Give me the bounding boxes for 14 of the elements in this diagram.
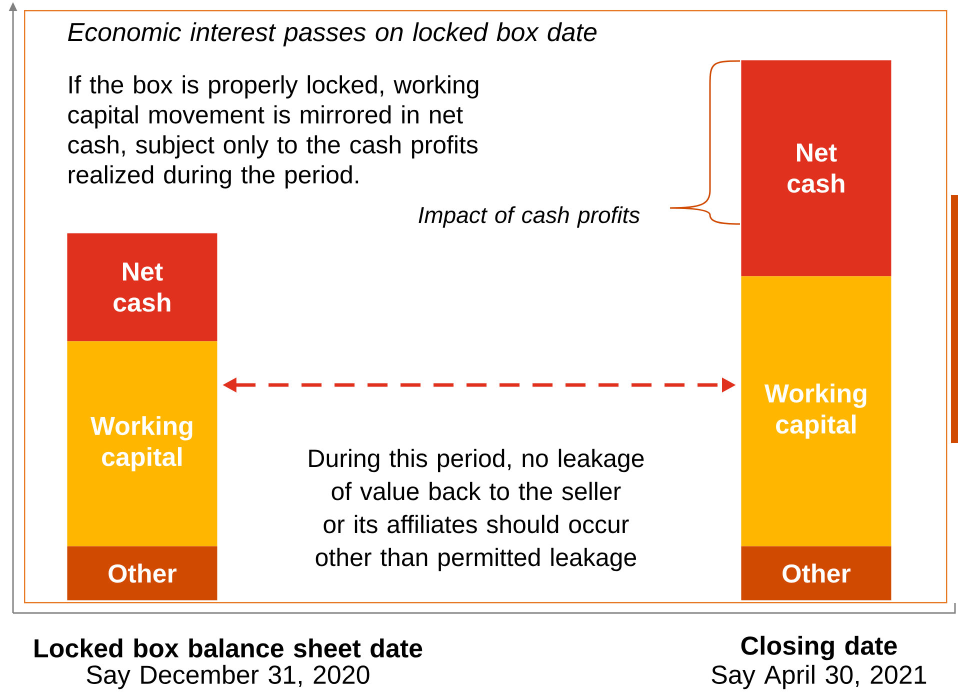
bar-segment: Net cash bbox=[67, 233, 218, 342]
axis-sublabel: Say December 31, 2020 bbox=[86, 664, 370, 690]
axis-label: Locked box balance sheet date bbox=[34, 638, 422, 658]
bar-segment: Working capital bbox=[741, 276, 892, 546]
paragraph: If the box is properly locked, working capital movement is mirrored in net cash, subject only to the cash profits realized during the period. bbox=[68, 75, 478, 188]
bar-segment: Net cash bbox=[741, 60, 892, 276]
bar-segment: Working capital bbox=[67, 341, 218, 546]
bar-segment: Other bbox=[67, 546, 218, 600]
axis-label: Closing date bbox=[741, 636, 897, 660]
heading: Economic interest passes on locked box date bbox=[68, 22, 597, 46]
bar-segment: Other bbox=[741, 546, 892, 600]
axis-sublabel: Say April 30, 2021 bbox=[712, 664, 926, 690]
note-text: During this period, no leakage of value back to the seller or its affiliates should occur other than permitted leakage bbox=[309, 448, 644, 572]
brace-label: Impact of cash profits bbox=[418, 206, 640, 228]
